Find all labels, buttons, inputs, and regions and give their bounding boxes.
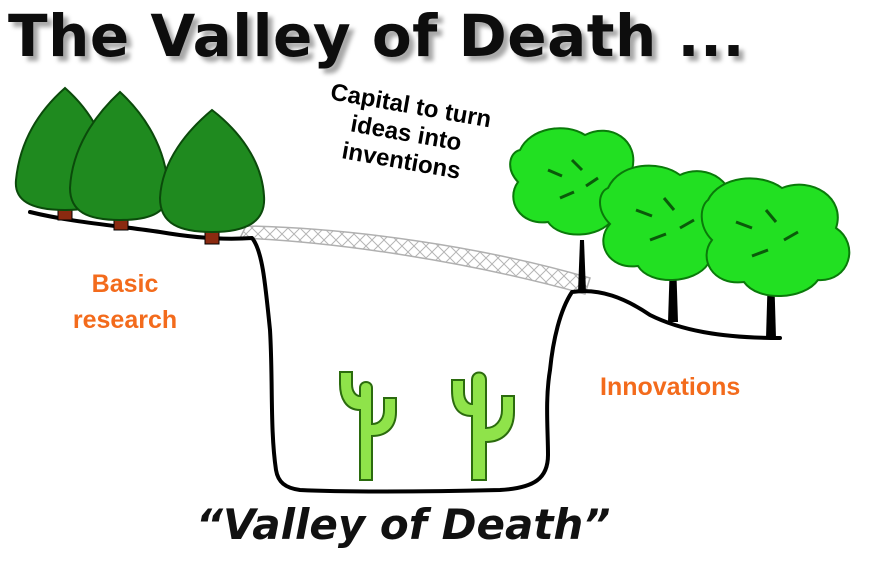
basic-research-line-1: Basic [91, 270, 159, 298]
deciduous-tree-icon [700, 177, 851, 338]
conifer-tree-icon [158, 108, 266, 245]
conifer-tree-icon [68, 90, 170, 231]
truss-bridge-icon [238, 225, 591, 295]
valley-caption: “Valley of Death” [196, 500, 611, 549]
page-title: The Valley of Death ... [8, 2, 746, 70]
basic-research-line-2: research [72, 306, 178, 334]
innovations-label: Innovations [600, 373, 741, 401]
basic-research-label: Basic research [50, 266, 200, 338]
cactus-icon [451, 371, 515, 481]
cactus-icon [339, 371, 397, 481]
